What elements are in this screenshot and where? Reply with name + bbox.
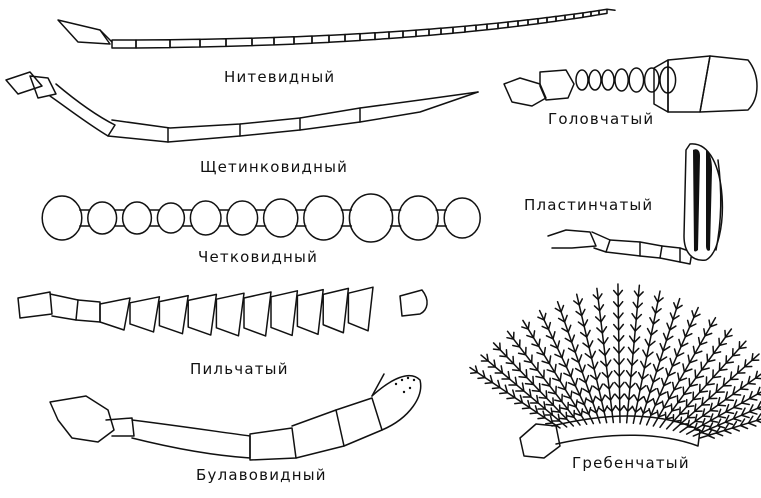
filiform-segment xyxy=(389,31,403,38)
filiform-tip xyxy=(607,9,615,10)
filiform-segment xyxy=(556,15,565,21)
serrate-antenna xyxy=(18,287,427,336)
filiform-segment xyxy=(465,25,476,32)
label-setaceous: Щетинковидный xyxy=(200,158,348,176)
filiform-segment xyxy=(226,38,252,46)
filiform-segment xyxy=(112,40,136,48)
filiform-segment xyxy=(403,30,416,37)
serrate-tooth xyxy=(244,292,271,336)
serrate-tooth xyxy=(130,297,159,332)
serrate-tooth xyxy=(348,287,373,331)
filiform-segment xyxy=(375,32,389,40)
clavate-tip-dot xyxy=(407,377,409,379)
filiform-segment xyxy=(574,13,583,19)
clavate-tip-dot xyxy=(395,383,397,385)
moniliform-bead xyxy=(399,196,439,240)
filiform-segment xyxy=(487,23,498,30)
serrate-tooth xyxy=(100,298,130,330)
filiform-segment xyxy=(476,24,487,31)
filiform-segment xyxy=(429,28,441,35)
filiform-segment xyxy=(294,36,312,44)
filiform-segment xyxy=(170,39,200,47)
pectinate-branch xyxy=(660,329,732,427)
serrate-tooth xyxy=(159,296,188,334)
filiform-segment xyxy=(599,9,607,14)
serrate-tooth xyxy=(216,293,244,336)
capitate-bead xyxy=(589,70,601,90)
moniliform-bead xyxy=(304,196,344,240)
filiform-antenna xyxy=(58,9,615,48)
capitate-bead xyxy=(645,68,659,92)
filiform-segment xyxy=(528,19,538,25)
capitate-bead xyxy=(629,68,643,92)
clavate-tip-dot xyxy=(401,379,403,381)
pectinate-branch xyxy=(593,288,615,422)
moniliform-bead xyxy=(157,203,184,233)
label-clavate: Булавовидный xyxy=(196,466,327,484)
moniliform-bead xyxy=(264,199,298,237)
filiform-segment xyxy=(200,39,226,47)
label-lamellate: Пластинчатый xyxy=(524,196,653,214)
serrate-tooth xyxy=(297,290,323,335)
moniliform-bead xyxy=(190,201,221,235)
moniliform-bead xyxy=(88,202,117,234)
filiform-segment xyxy=(136,40,170,48)
filiform-segment xyxy=(453,26,465,33)
label-serrate: Пильчатый xyxy=(190,360,289,378)
filiform-segment xyxy=(538,18,547,24)
filiform-segment xyxy=(547,16,556,22)
filiform-segment xyxy=(345,34,360,42)
moniliform-bead xyxy=(42,196,82,240)
filiform-segment xyxy=(416,29,429,36)
clavate-tip-dot xyxy=(403,391,405,393)
filiform-segment xyxy=(329,34,345,42)
clavate-tip-dot xyxy=(413,379,415,381)
moniliform-bead xyxy=(349,194,392,242)
capitate-bead xyxy=(576,70,588,90)
pectinate-branch xyxy=(614,284,624,422)
filiform-segment xyxy=(441,27,453,34)
filiform-segment xyxy=(583,12,591,18)
serrate-tooth xyxy=(323,288,348,332)
label-moniliform: Четковидный xyxy=(198,248,318,266)
serrate-tooth xyxy=(271,291,297,336)
filiform-segment xyxy=(508,21,518,27)
moniliform-antenna xyxy=(42,194,480,242)
filiform-segment xyxy=(274,37,294,45)
capitate-bead xyxy=(615,69,628,91)
serrate-tooth xyxy=(188,294,216,335)
moniliform-bead xyxy=(227,201,258,235)
filiform-segment xyxy=(518,20,528,26)
filiform-segment xyxy=(312,35,329,43)
filiform-segment xyxy=(498,22,508,29)
pectinate-antenna xyxy=(470,284,761,458)
label-pectinate: Гребенчатый xyxy=(572,454,690,472)
pectinate-branch xyxy=(624,285,643,423)
filiform-segment xyxy=(591,10,599,16)
moniliform-bead xyxy=(123,202,152,234)
filiform-segment xyxy=(565,14,574,20)
capitate-bead xyxy=(602,70,614,90)
filiform-segment xyxy=(360,33,375,41)
pectinate-branch xyxy=(574,294,607,422)
capitate-antenna xyxy=(504,56,757,112)
label-capitate: Головчатый xyxy=(548,110,654,128)
pectinate-branch xyxy=(687,379,761,434)
label-filiform: Нитевидный xyxy=(224,68,335,86)
clavate-antenna xyxy=(50,374,421,460)
clavate-tip-dot xyxy=(409,387,411,389)
moniliform-bead xyxy=(444,198,480,238)
filiform-segment xyxy=(252,37,274,45)
